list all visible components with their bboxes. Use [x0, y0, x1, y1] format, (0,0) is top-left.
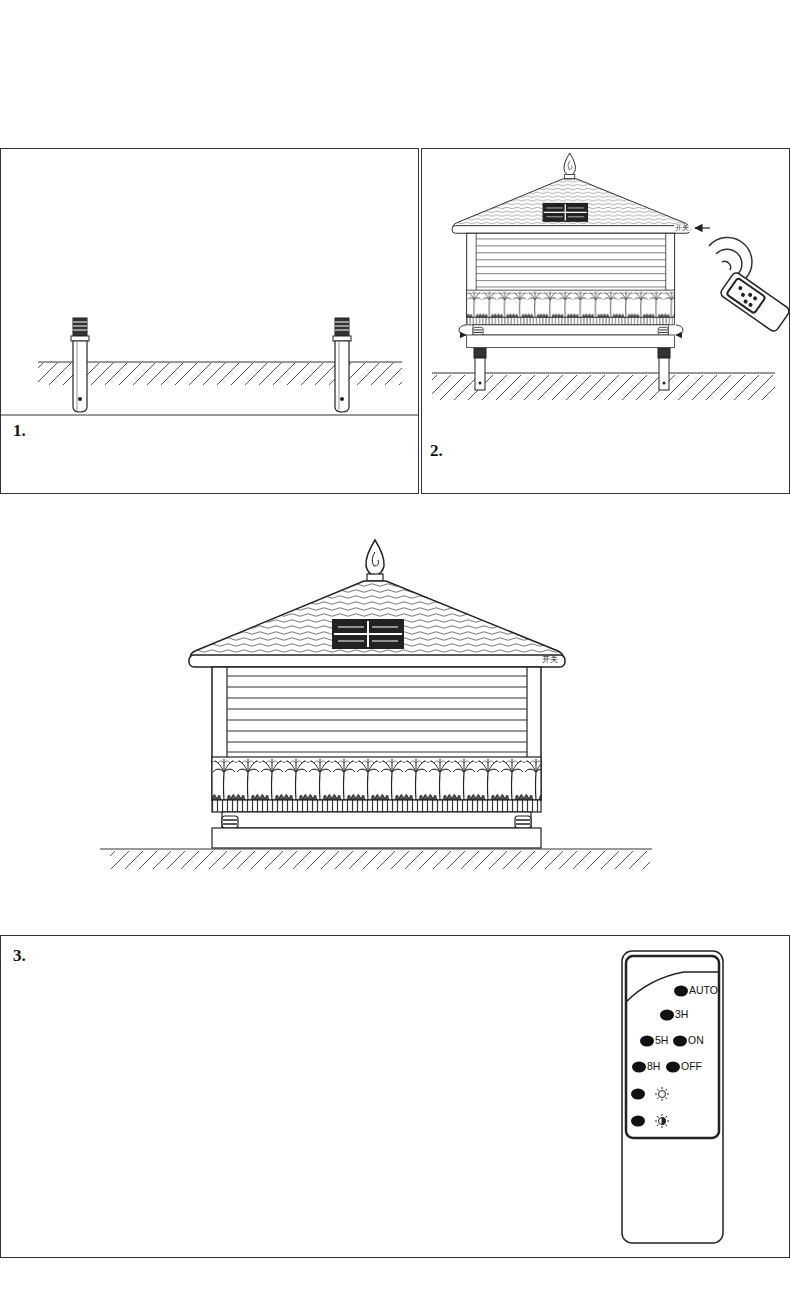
- remote-button: [673, 1036, 687, 1047]
- mounting-post: [658, 348, 670, 390]
- mounting-post: [474, 348, 486, 390]
- step-number: 3.: [13, 947, 26, 966]
- button-label: ON: [688, 1035, 704, 1047]
- panel-curve: [626, 972, 719, 1002]
- pillar-lamp: [452, 153, 690, 348]
- step-number: 2.: [430, 442, 443, 461]
- remote-button: [660, 1010, 674, 1021]
- button-label: 3H: [675, 1009, 688, 1021]
- button-label: AUTO: [689, 985, 718, 997]
- button-label: 5H: [655, 1035, 668, 1047]
- remote-button: [640, 1036, 654, 1047]
- button-label: OFF: [681, 1061, 702, 1073]
- mounting-post: [71, 318, 89, 412]
- step-panel: 1.: [0, 148, 419, 494]
- button-label: 8H: [647, 1061, 660, 1073]
- remote-button: [631, 1116, 645, 1127]
- brightness-icon: [655, 1087, 669, 1101]
- remote-icon: [719, 271, 790, 333]
- ground-line: [100, 849, 652, 850]
- remote-button: [631, 1089, 645, 1100]
- step-number: 1.: [13, 422, 26, 441]
- rotate-arrow: [676, 325, 683, 335]
- switch-label: 开关: [541, 656, 559, 664]
- brightness-icon: [655, 1114, 669, 1128]
- step-panel: 2.: [421, 148, 790, 494]
- button-panel: [626, 956, 719, 1138]
- rotate-arrow: [459, 325, 466, 335]
- pillar-lamp: [189, 540, 565, 848]
- remote-button: [674, 986, 688, 997]
- panel-divider: [0, 415, 419, 416]
- pointer-arrow: [695, 227, 710, 228]
- remote-control: AUTO3H 5H ON 8H OFF: [620, 950, 725, 1245]
- remote-button: [666, 1062, 680, 1073]
- remote-button: [632, 1062, 646, 1073]
- remote-body: [622, 951, 723, 1243]
- step-panel: 3. AUTO3H 5H ON 8H OFF: [0, 935, 790, 1258]
- ground-hatch: [110, 851, 650, 869]
- switch-label: 开关: [674, 225, 690, 232]
- signal-waves: [709, 238, 752, 278]
- mounting-post: [333, 318, 351, 412]
